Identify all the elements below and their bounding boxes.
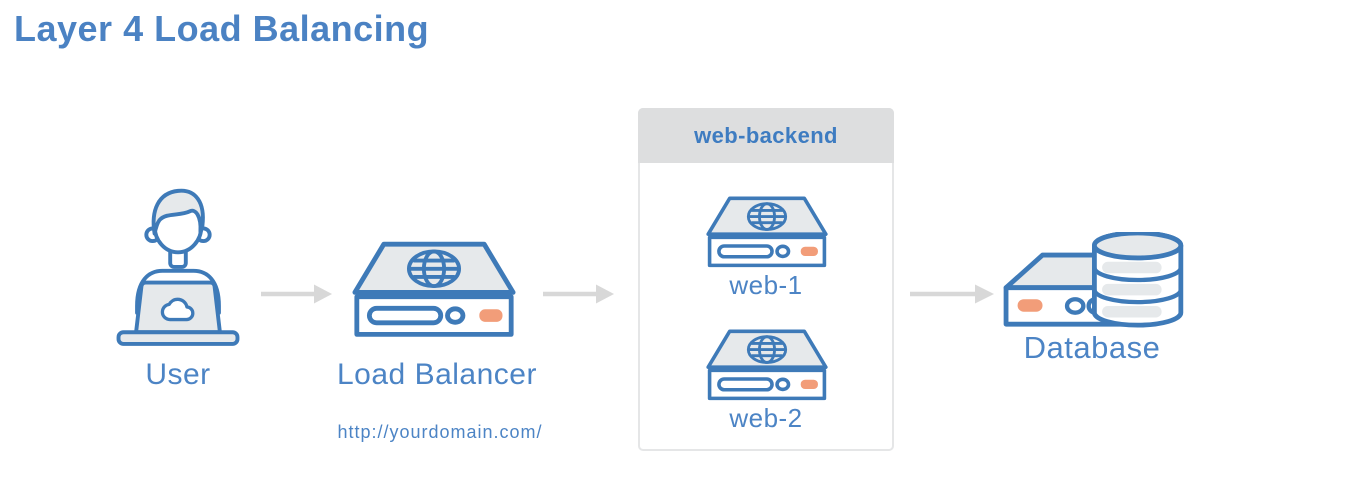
load-balancer-node (352, 241, 516, 338)
user-label: User (145, 358, 211, 391)
arrow-right-icon (910, 284, 994, 304)
server-slot (717, 377, 774, 392)
arrow-right-icon (261, 284, 332, 304)
network-server-icon (706, 329, 828, 401)
load-balancer-url: http://yourdomain.com/ (337, 422, 543, 442)
user-hair (151, 188, 205, 236)
server-front (707, 235, 827, 268)
diagram-title: Layer 4 Load Balancing (14, 8, 430, 49)
network-server-icon (706, 196, 828, 268)
network-server-icon (352, 241, 516, 337)
user-node (100, 180, 256, 348)
globe-icon (746, 335, 788, 364)
user-at-laptop-icon (116, 188, 240, 346)
server-port (775, 244, 791, 259)
arrow-right-icon (543, 284, 614, 304)
backend-group-label: web-backend (694, 122, 838, 148)
cloud-logo-icon (160, 297, 195, 322)
status-led (479, 309, 503, 322)
status-led (800, 379, 818, 390)
server-with-database-icon (1003, 232, 1184, 328)
load-balancer-label: Load Balancer (337, 358, 537, 391)
globe-icon (406, 249, 462, 289)
globe-icon (746, 202, 788, 231)
web-2-label: web-2 (729, 403, 803, 433)
server-port (1064, 297, 1086, 315)
server-slot (717, 244, 774, 259)
database-node (1000, 232, 1184, 329)
status-led (800, 246, 818, 257)
database-cylinder-icon (1092, 232, 1184, 328)
backend-group-box: web-backend web-1 (638, 108, 894, 451)
status-led (1017, 299, 1043, 312)
backend-group-header: web-backend (638, 108, 894, 163)
database-label: Database (1023, 330, 1161, 365)
laptop-base (116, 330, 240, 346)
server-slot (366, 305, 444, 326)
web-1-label: web-1 (729, 270, 803, 300)
server-port (445, 306, 466, 325)
server-port (775, 377, 791, 392)
